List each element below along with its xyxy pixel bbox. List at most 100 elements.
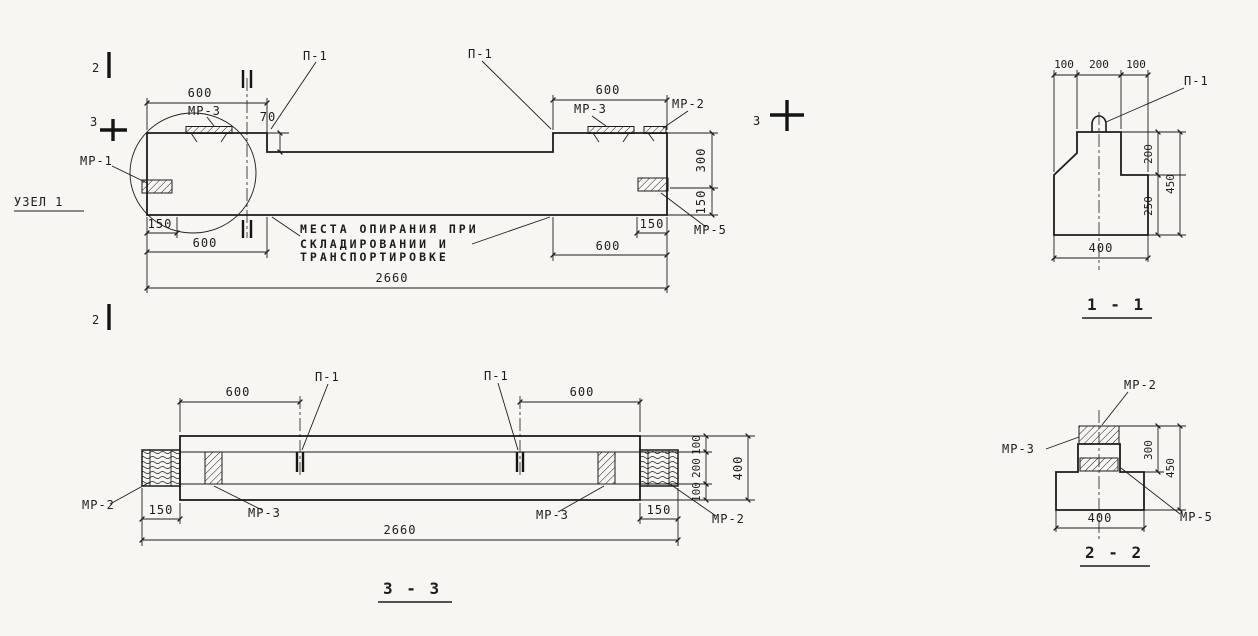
mp3-label: МР-3 xyxy=(248,506,281,520)
dim-text: 100 xyxy=(1054,58,1074,71)
view-elevation: 2 2 3 3 xyxy=(14,47,804,330)
plan-beam-outline xyxy=(179,435,641,501)
dim-400-s11: 400 xyxy=(1051,241,1151,261)
embed-mp2-right xyxy=(643,126,667,142)
view-title-text: 1 - 1 xyxy=(1087,295,1145,314)
embed-mp1-left xyxy=(141,179,173,194)
embed-mp3-right xyxy=(587,126,635,143)
dim-250-s11-vert: 250 xyxy=(1142,172,1161,238)
view-section-2-2: 300 450 400 МР-2 МР-3 МР-5 2 - 2 xyxy=(1002,378,1212,567)
p1-label: П-1 xyxy=(468,47,493,61)
label-mp2-plan-left: МР-2 xyxy=(82,481,151,512)
dim-text: 400 xyxy=(731,456,745,481)
title-3-3: 3 - 3 xyxy=(378,579,452,603)
dim-70: 70 xyxy=(260,110,283,155)
dim-150-bottom-right: 150 xyxy=(634,217,670,236)
dim-300-s22-vert: 300 xyxy=(1142,423,1161,475)
p1-label: П-1 xyxy=(1184,74,1209,88)
dim-600-bottom-right: 600 xyxy=(550,239,670,258)
label-uzel1: УЗЕЛ 1 xyxy=(14,195,84,212)
p1-label: П-1 xyxy=(315,370,340,384)
dim-text: 600 xyxy=(193,236,218,250)
section22-extension-lines xyxy=(1055,425,1186,532)
dim-text: 600 xyxy=(226,385,251,399)
label-p1-elev-left: П-1 xyxy=(270,49,328,130)
dim-600-top-left: 600 xyxy=(144,86,270,106)
dim-text: 100 xyxy=(690,435,703,455)
dim-text: 200 xyxy=(690,458,703,478)
title-1-1: 1 - 1 xyxy=(1082,295,1152,319)
dim-150-plan-left: 150 xyxy=(139,503,183,522)
view-title-text: 3 - 3 xyxy=(383,579,441,598)
dim-100-plan-bottom: 100 xyxy=(690,481,709,503)
bearing-note: МЕСТА ОПИРАНИЯ ПРИ СКЛАДИРОВАНИИ И ТРАНС… xyxy=(271,216,551,264)
dim-text: 100 xyxy=(690,482,703,502)
dim-text: 150 xyxy=(640,217,665,231)
dim-150-bottom-left: 150 xyxy=(144,217,180,236)
view-title-text: 2 - 2 xyxy=(1085,543,1143,562)
section-mark-2-bottom: 2 xyxy=(92,304,111,330)
dim-text: 200 xyxy=(1089,58,1109,71)
dim-300-right: 300 xyxy=(694,130,715,191)
section-mark-3-left-label: 3 xyxy=(90,115,98,129)
section-mark-2-bottom-label: 2 xyxy=(92,313,100,327)
dim-600-plan-right: 600 xyxy=(517,385,643,405)
dim-400-s22: 400 xyxy=(1053,511,1147,531)
section-mark-3-right-label: 3 xyxy=(753,114,761,128)
dim-600-plan-left: 600 xyxy=(177,385,303,405)
label-mp2-plan-right: МР-2 xyxy=(669,483,744,526)
section22-outline xyxy=(1055,443,1145,511)
mp3-label: МР-3 xyxy=(536,508,569,522)
dim-text: 100 xyxy=(1126,58,1146,71)
p1-label: П-1 xyxy=(484,369,509,383)
mp3-label: МР-3 xyxy=(188,104,221,118)
label-mp3-elev-left: МР-3 xyxy=(188,104,221,127)
dim-150-plan-right: 150 xyxy=(637,503,681,522)
label-p1-plan-right: П-1 xyxy=(484,369,519,451)
label-mp3-plan-right: МР-3 xyxy=(536,485,605,522)
dim-text: 150 xyxy=(148,217,173,231)
dim-450-s11-vert: 450 xyxy=(1164,129,1183,238)
label-mp3-elev-right: МР-3 xyxy=(574,102,607,127)
dim-text: 250 xyxy=(1142,196,1155,216)
section11-outline xyxy=(1053,131,1149,236)
band-mp3-right xyxy=(597,451,616,485)
dim-400-plan: 400 xyxy=(731,433,751,503)
dim-text: 400 xyxy=(1088,511,1113,525)
dim-text: 2660 xyxy=(376,271,409,285)
label-p1-s11: П-1 xyxy=(1105,74,1209,123)
label-mp3-plan-left: МР-3 xyxy=(213,485,281,520)
dim-text: 400 xyxy=(1089,241,1114,255)
uzel1-label: УЗЕЛ 1 xyxy=(14,195,63,209)
label-mp2-s22: МР-2 xyxy=(1101,378,1156,426)
dim-600-bottom-left: 600 xyxy=(144,236,270,255)
dim-text: 2660 xyxy=(384,523,417,537)
label-mp5-s22: МР-5 xyxy=(1120,467,1212,524)
dim-text: 600 xyxy=(570,385,595,399)
dim-200-plan-mid: 200 xyxy=(690,449,709,487)
mp3-label: МР-3 xyxy=(1002,442,1035,456)
anchor-mp2-right xyxy=(639,449,679,487)
mp3-label: МР-3 xyxy=(574,102,607,116)
dim-100-s11-left: 100 xyxy=(1051,58,1080,78)
dim-text: 450 xyxy=(1164,174,1177,194)
dim-2660-elevation: 2660 xyxy=(144,271,670,291)
dim-text: 600 xyxy=(188,86,213,100)
dim-text: 600 xyxy=(596,83,621,97)
dim-text: 300 xyxy=(1142,440,1155,460)
title-2-2: 2 - 2 xyxy=(1080,543,1150,567)
mp2-label: МР-2 xyxy=(82,498,115,512)
beam-outline xyxy=(146,132,668,216)
dim-600-top-right: 600 xyxy=(550,83,670,103)
p1-label: П-1 xyxy=(303,49,328,63)
note-line-1: МЕСТА ОПИРАНИЯ ПРИ xyxy=(300,222,479,236)
dim-text: 300 xyxy=(694,148,708,173)
dim-100-s11-right: 100 xyxy=(1118,58,1151,78)
dim-200-s11-top: 200 xyxy=(1074,58,1124,78)
label-p1-elev-right: П-1 xyxy=(468,47,552,130)
section-mark-3-right: 3 xyxy=(753,100,804,131)
view-section-1-1: 100 200 100 200 250 450 400 П-1 xyxy=(1051,58,1209,319)
dim-text: 150 xyxy=(149,503,174,517)
